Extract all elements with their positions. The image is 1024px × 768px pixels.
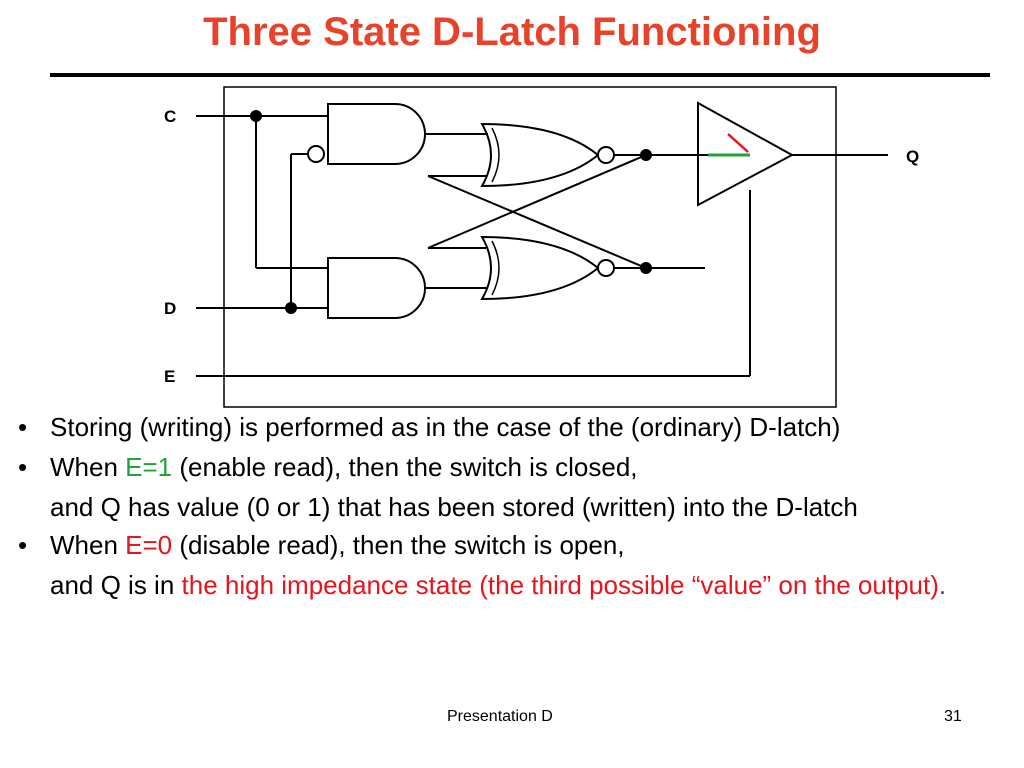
highlight-disable-value: E=0: [125, 530, 173, 560]
bullet-text-prefix: When: [50, 530, 126, 560]
bullet-text-suffix: (disable read), then the switch is open,: [172, 530, 625, 560]
inverter-bubble-d: [307, 145, 325, 163]
bullet-continuation: and Q is in the high impedance state (th…: [18, 570, 1010, 601]
feedback-wire-1: [427, 154, 647, 249]
input-label-c: C: [164, 107, 176, 126]
switch-open-line: [727, 133, 749, 153]
continuation-text: and Q is in: [50, 570, 182, 600]
bullet-list: • Storing (writing) is performed as in t…: [18, 412, 1010, 608]
bullet-text: Storing (writing) is performed as in the…: [50, 412, 841, 442]
bullet-item: • When E=1 (enable read), then the switc…: [18, 452, 1010, 483]
bullet-continuation: and Q has value (0 or 1) that has been s…: [18, 492, 1010, 523]
nor-gate-top: [480, 122, 600, 188]
junction-dot: [640, 149, 652, 161]
nor-bubble-bottom: [597, 259, 615, 277]
bullet-text-suffix: (enable read), then the switch is closed…: [172, 452, 638, 482]
nor-bubble-top: [597, 146, 615, 164]
input-label-d: D: [164, 299, 176, 318]
bullet-dot: •: [18, 412, 28, 442]
bullet-item: • When E=0 (disable read), then the swit…: [18, 530, 1010, 561]
footer-presentation-name: Presentation D: [447, 708, 553, 725]
bullet-item: • Storing (writing) is performed as in t…: [18, 412, 1010, 443]
bullet-dot: •: [18, 452, 28, 482]
and-gate-bottom: [327, 257, 426, 319]
feedback-wire-2: [427, 175, 647, 269]
output-label-q: Q: [906, 147, 919, 166]
highlight-enable-value: E=1: [125, 452, 173, 482]
and-gate-top: [327, 103, 426, 165]
input-label-e: E: [164, 367, 175, 386]
circuit-frame: [223, 86, 837, 408]
bullet-text-prefix: When: [50, 452, 126, 482]
junction-dot: [250, 110, 262, 122]
title-divider: [50, 73, 990, 77]
highlight-high-impedance: the high impedance state (the third poss…: [181, 570, 939, 600]
continuation-end: .: [938, 570, 947, 600]
junction-dot: [640, 262, 652, 274]
bullet-dot: •: [18, 530, 28, 560]
slide-title: Three State D-Latch Functioning: [203, 10, 821, 54]
tristate-buffer: [697, 101, 795, 207]
nor-gate-bottom: [480, 235, 600, 301]
continuation-text: and Q has value (0 or 1) that has been s…: [50, 492, 858, 522]
three-state-d-latch-diagram: C D E Q: [164, 86, 919, 408]
footer-page-number: 31: [944, 708, 962, 725]
junction-dot: [285, 302, 297, 314]
